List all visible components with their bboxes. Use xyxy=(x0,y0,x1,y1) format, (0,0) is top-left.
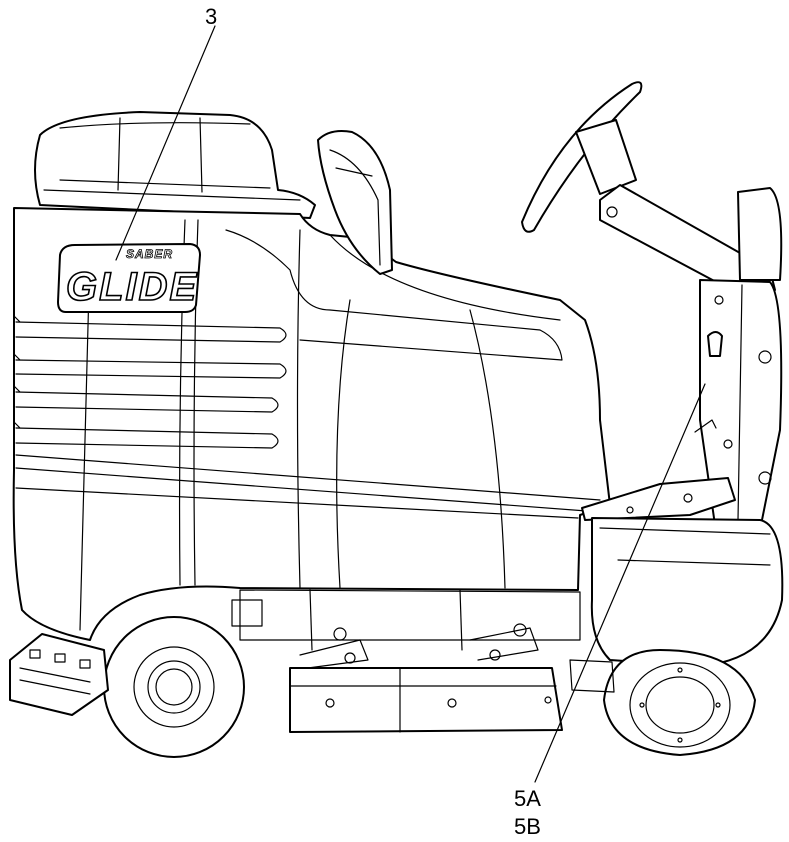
side-vents xyxy=(13,315,287,449)
scrub-deck xyxy=(231,589,615,733)
front-wheel xyxy=(603,649,756,756)
leader-line-bottom xyxy=(534,383,706,783)
control-pedestal xyxy=(694,187,783,531)
rear-squeegee xyxy=(9,633,109,716)
callout-label-top: 3 xyxy=(205,4,217,29)
logo-small-word: SABER xyxy=(126,247,173,261)
callout-label-5a: 5A xyxy=(514,786,541,811)
rear-wheel xyxy=(103,616,245,758)
operator-seat xyxy=(317,130,393,275)
leader-line-top xyxy=(115,25,216,261)
top-cover xyxy=(34,111,316,219)
steering-assembly xyxy=(521,81,776,301)
callout-label-5b: 5B xyxy=(514,814,541,839)
foot-pedal xyxy=(581,477,736,521)
glide-logo: SABER GLIDE xyxy=(57,243,201,313)
callout-leaders xyxy=(115,25,706,783)
logo-large-word: GLIDE xyxy=(66,265,198,309)
front-bumper xyxy=(590,517,784,667)
